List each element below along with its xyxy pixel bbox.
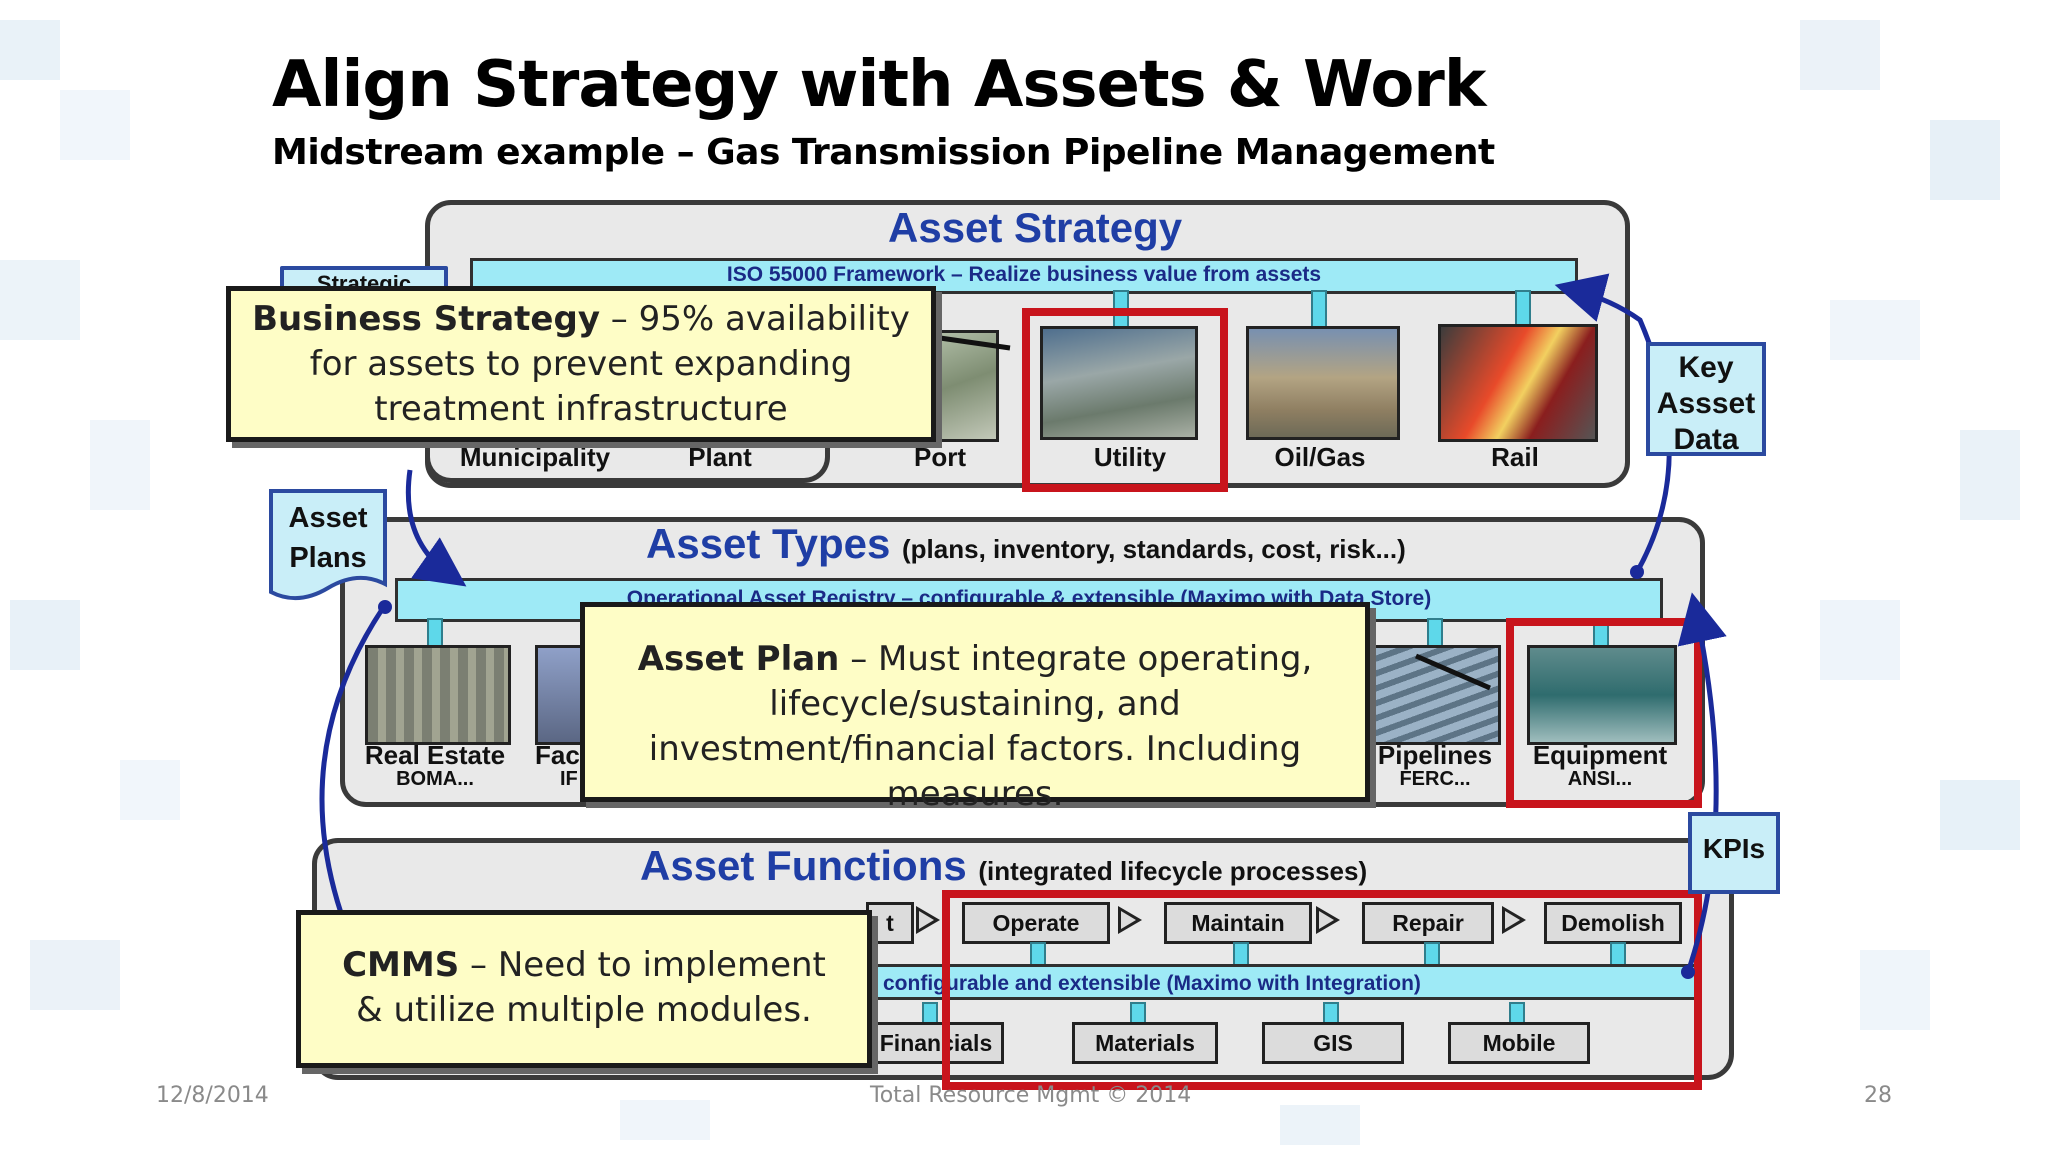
process-arrow bbox=[1118, 906, 1142, 934]
asset-plans-label: Asset Plans bbox=[268, 488, 388, 604]
utility-label: Utility bbox=[1093, 442, 1167, 472]
callout-pointer bbox=[939, 335, 1011, 351]
arrow-node bbox=[1681, 965, 1695, 979]
background-tile bbox=[1860, 950, 1930, 1030]
background-tile bbox=[0, 20, 60, 80]
real-estate-image bbox=[365, 645, 511, 745]
equipment-highlight bbox=[1506, 618, 1702, 808]
footer-center: Total Resource Mgmt © 2014 bbox=[870, 1083, 1192, 1108]
process-demolish: Demolish bbox=[1544, 902, 1682, 944]
background-tile bbox=[1820, 600, 1900, 680]
rail-label: Rail bbox=[1491, 442, 1539, 472]
equipment-image bbox=[1527, 645, 1677, 745]
pipelines-label: Pipelines bbox=[1377, 740, 1493, 770]
cmms-text: – Need to implement & utilize multiple m… bbox=[356, 945, 826, 1030]
asset-types-title-text: Asset Types bbox=[646, 520, 891, 567]
background-tile bbox=[1930, 120, 2000, 200]
asset-strategy-title: Asset Strategy bbox=[888, 204, 1183, 251]
background-tile bbox=[0, 260, 80, 340]
plans-loop-arrow bbox=[319, 603, 388, 939]
asset-functions-title: Asset Functions (integrated lifecycle pr… bbox=[640, 842, 1367, 890]
facilities-label: Fac bbox=[535, 740, 580, 770]
cmms-highlight bbox=[942, 890, 1702, 1090]
module-materials: Materials bbox=[1072, 1022, 1218, 1064]
process-arrow bbox=[1316, 906, 1340, 934]
arrow-node bbox=[1630, 565, 1644, 579]
slide-title: Align Strategy with Assets & Work bbox=[272, 48, 1486, 122]
strategy-to-types-arrow bbox=[405, 469, 467, 587]
port-label: Port bbox=[914, 442, 966, 472]
callout-pointer bbox=[1415, 653, 1491, 691]
oil-gas-label: Oil/Gas bbox=[1274, 442, 1366, 472]
business-strategy-text: – 95% availability for assets to prevent… bbox=[309, 299, 910, 429]
process-arrow bbox=[916, 906, 940, 934]
module-mobile: Mobile bbox=[1448, 1022, 1590, 1064]
asset-plan-text: – Must integrate operating, lifecycle/su… bbox=[648, 639, 1313, 814]
asset-types-title: Asset Types (plans, inventory, standards… bbox=[646, 520, 1406, 568]
document-shape-icon bbox=[269, 489, 387, 600]
cmms-heading: CMMS bbox=[342, 945, 460, 985]
equipment-sub: ANSI... bbox=[1567, 768, 1633, 790]
background-tile bbox=[120, 760, 180, 820]
background-tile bbox=[10, 600, 80, 670]
key-asset-data-label: Key Assset Data bbox=[1646, 342, 1766, 456]
real-estate-label: Real Estate bbox=[364, 740, 506, 770]
facilities-sub: IF bbox=[560, 768, 578, 790]
real-estate-sub: BOMA... bbox=[396, 768, 474, 790]
asset-plan-callout: Asset Plan – Must integrate operating, l… bbox=[580, 602, 1370, 814]
utility-image bbox=[1040, 326, 1198, 440]
background-tile bbox=[30, 940, 120, 1010]
background-tile bbox=[1940, 780, 2020, 850]
module-financials: Financials bbox=[868, 1022, 1004, 1064]
utility-highlight bbox=[1022, 308, 1228, 492]
asset-functions-title-text: Asset Functions bbox=[640, 842, 967, 889]
asset-plan-heading: Asset Plan bbox=[637, 639, 840, 679]
arrow-node bbox=[378, 600, 392, 614]
asset-plans-text: Asset Plans bbox=[288, 502, 368, 574]
plant-label: Plant bbox=[688, 442, 752, 472]
oil-gas-image bbox=[1246, 326, 1400, 440]
kpis-label: KPIs bbox=[1688, 812, 1780, 894]
kpi-feedback-arrow bbox=[1677, 592, 1727, 973]
footer-date: 12/8/2014 bbox=[156, 1083, 269, 1108]
business-strategy-callout: Business Strategy – 95% availability for… bbox=[226, 286, 936, 442]
asset-functions-subtitle: (integrated lifecycle processes) bbox=[978, 856, 1368, 886]
process-arrow bbox=[1502, 906, 1526, 934]
background-tile bbox=[1960, 430, 2020, 520]
background-tile bbox=[60, 90, 130, 160]
background-tile bbox=[90, 420, 150, 510]
module-gis: GIS bbox=[1262, 1022, 1404, 1064]
rail-image bbox=[1438, 324, 1598, 442]
business-strategy-heading: Business Strategy bbox=[252, 299, 600, 339]
asset-types-subtitle: (plans, inventory, standards, cost, risk… bbox=[902, 534, 1406, 564]
background-tile bbox=[620, 1100, 710, 1140]
background-tile bbox=[1800, 20, 1880, 90]
background-tile bbox=[1280, 1105, 1360, 1145]
pipelines-image bbox=[1370, 645, 1501, 745]
process-maintain: Maintain bbox=[1164, 902, 1312, 944]
cmms-callout: CMMS – Need to implement & utilize multi… bbox=[296, 910, 872, 1068]
equipment-label: Equipment bbox=[1532, 740, 1668, 770]
background-tile bbox=[1830, 300, 1920, 360]
page-number: 28 bbox=[1864, 1083, 1892, 1108]
pipelines-sub: FERC... bbox=[1399, 768, 1471, 790]
slide-subtitle: Midstream example – Gas Transmission Pip… bbox=[272, 132, 1495, 173]
integration-bar: configurable and extensible (Maximo with… bbox=[866, 964, 1700, 1000]
municipality-label: Municipality bbox=[459, 442, 611, 472]
